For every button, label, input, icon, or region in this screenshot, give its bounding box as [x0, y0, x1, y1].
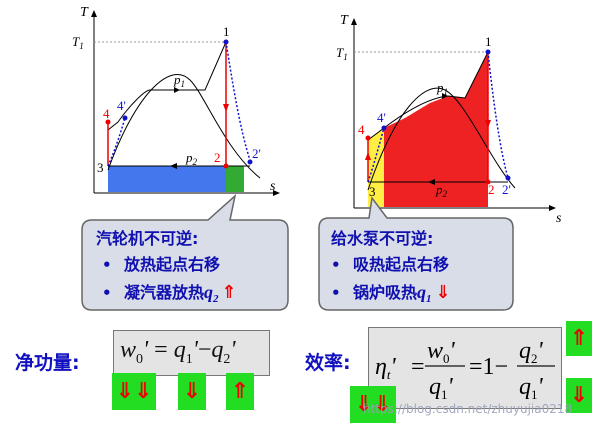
point-4p-label: 4' — [117, 98, 126, 113]
net-work-formula-box: w0' = q1'−q2' — [113, 330, 270, 376]
point-2p-dot — [505, 175, 511, 181]
callout-pump-bullet-2: • — [331, 284, 341, 302]
point-2p-label: 2' — [502, 182, 511, 197]
callout-pump-line-1: 吸热起点右移 — [353, 255, 449, 274]
isobar-p1 — [107, 41, 227, 131]
point-1-dot — [223, 39, 229, 45]
point-4p-dot — [381, 125, 387, 131]
callout-turbine-line-1: 放热起点右移 — [123, 255, 220, 274]
efficiency-label: 效率: — [305, 352, 351, 374]
p1-direction-arrow — [174, 87, 180, 93]
svg-text:ηt': ηt' — [375, 354, 397, 382]
heat-input-area-red — [384, 52, 488, 207]
callout-pump-title: 给水泵不可逆: — [331, 229, 433, 248]
p2-label: p2 — [435, 182, 448, 199]
callout-turbine-line-2: 凝汽器放热q2⇑ — [124, 282, 237, 305]
efficiency-formula: ηt' = w0' q1' =1− q2' q1' — [375, 338, 555, 402]
net-work-formula: w0' = q1'−q2' — [120, 337, 236, 367]
t-axis-label: T — [80, 5, 89, 20]
svg-text:w0': w0' — [427, 338, 456, 366]
extra-heat-rejection-area-green — [226, 166, 244, 192]
efficiency-w0-arrow: ⇓⇓ — [350, 386, 396, 423]
callout-turbine-bullet-2: • — [102, 284, 112, 302]
point-1-label: 1 — [485, 34, 492, 49]
s-axis-arrow — [549, 205, 556, 211]
pump-arrow — [365, 152, 371, 160]
t-axis-label: T — [340, 13, 349, 28]
efficiency-q1-arrow: ⇓ — [566, 378, 592, 413]
point-2p-dot — [247, 159, 253, 165]
p1-label: p1 — [173, 72, 185, 89]
callout-turbine-bullet-1: • — [102, 256, 112, 274]
point-4-label: 4 — [358, 122, 365, 137]
point-4-dot — [105, 119, 111, 125]
t-axis-arrow — [351, 18, 357, 25]
efficiency-q2-arrow: ⇑ — [566, 321, 592, 356]
irreversible-pump-3-4p — [367, 127, 385, 183]
net-work-q2-arrow: ⇑ — [226, 373, 254, 410]
s-axis-arrow — [273, 190, 280, 196]
expansion-arrow — [485, 120, 491, 128]
point-3-label: 3 — [369, 184, 376, 199]
point-2-label: 2 — [214, 150, 221, 165]
saturation-dome — [367, 87, 516, 191]
point-1-dot — [485, 49, 491, 55]
net-work-w0-arrow: ⇓⇓ — [112, 373, 156, 410]
irreversible-expansion-1-2p — [487, 51, 509, 179]
point-2-dot — [223, 163, 229, 169]
net-work-label: 净功量: — [15, 352, 80, 374]
efficiency-formula-box: ηt' = w0' q1' =1− q2' q1' — [368, 327, 562, 409]
t-axis-arrow — [91, 10, 97, 17]
callout-pump-line-2: 锅炉吸热q1⇓ — [353, 282, 451, 305]
point-4-label: 4 — [103, 106, 110, 121]
point-2-dot — [485, 179, 491, 185]
t1-label: T1 — [336, 45, 348, 62]
left-ts-diagram: T s T1 1 2 2' 3 4 4' p1 p2 — [72, 5, 280, 196]
right-ts-diagram: T s T1 1 2 2' 3 4 4' p1 p2 — [336, 13, 562, 225]
p2-direction-arrow — [170, 163, 177, 169]
point-2-label: 2 — [488, 182, 495, 197]
p2-label: p2 — [185, 150, 198, 167]
point-2p-label: 2' — [252, 146, 261, 161]
callout-turbine: 汽轮机不可逆: • 放热起点右移 • 凝汽器放热q2⇑ — [81, 193, 289, 311]
net-work-q1-arrow: ⇓ — [178, 373, 206, 410]
callout-pump-bullet-1: • — [331, 256, 341, 274]
point-3-label: 3 — [97, 160, 104, 175]
p1-direction-arrow — [442, 93, 448, 99]
t1-label: T1 — [72, 34, 84, 51]
p2-direction-arrow — [428, 179, 435, 185]
callout-pump: 给水泵不可逆: • 吸热起点右移 • 锅炉吸热q1⇓ — [318, 196, 514, 311]
s-axis-label: s — [556, 211, 562, 225]
svg-text:=1−: =1− — [469, 354, 508, 380]
point-4p-dot — [122, 115, 128, 121]
svg-text:q2': q2' — [519, 338, 544, 366]
point-1-label: 1 — [223, 24, 230, 39]
callout-turbine-title: 汽轮机不可逆: — [96, 229, 198, 248]
s-axis-label: s — [270, 179, 276, 194]
svg-text:=: = — [411, 354, 425, 380]
svg-text:q1': q1' — [429, 374, 454, 402]
p1-label: p1 — [436, 80, 448, 97]
saturation-dome — [107, 74, 261, 179]
watermark: https://blog.csdn.net/zhuyujia0218 — [363, 402, 573, 416]
svg-text:q1': q1' — [519, 374, 544, 402]
expansion-arrow — [223, 104, 229, 112]
heat-rejection-area-blue — [108, 166, 226, 192]
point-4-dot — [365, 135, 371, 141]
irreversible-pump-3-4p — [107, 117, 126, 167]
point-4p-label: 4' — [377, 110, 386, 125]
irreversible-expansion-1-2p — [225, 41, 251, 161]
